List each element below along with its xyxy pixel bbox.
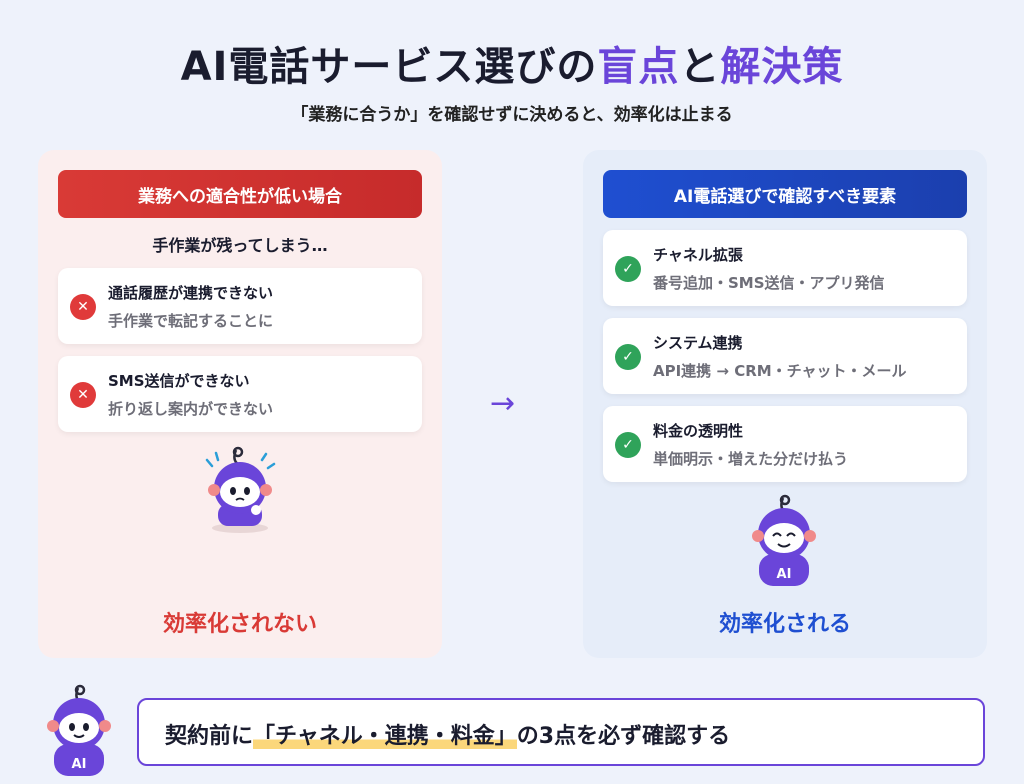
check-elements-result: 効率化される — [718, 612, 851, 637]
key-message-post: の3点を必ず確認する — [516, 724, 731, 749]
problem-desc: 折り返し案内ができない — [108, 400, 274, 418]
element-title: チャネル拡張 — [653, 246, 743, 264]
element-card: ✓ システム連携 API連携 → CRM・チャット・メール — [603, 318, 967, 394]
mascot-robot-icon: AI — [47, 684, 111, 776]
page-title: AI電話サービス選びの盲点と解決策 — [0, 34, 1024, 92]
element-desc: 単価明示・増えた分だけ払う — [653, 450, 849, 468]
low-fit-panel: 業務への適合性が低い場合 手作業が残ってしまう… ✕ 通話履歴が連携できない 手… — [38, 150, 442, 658]
page-subtitle: 「業務に合うか」を確認せずに決めると、効率化は止まる — [291, 105, 733, 125]
check-icon: ✓ — [615, 432, 641, 458]
problem-card: ✕ 通話履歴が連携できない 手作業で転記することに — [58, 268, 422, 344]
happy-robot-icon: AI — [752, 494, 816, 586]
title-part3: と — [679, 44, 721, 90]
check-icon: ✓ — [615, 344, 641, 370]
low-fit-result: 効率化されない — [162, 612, 317, 637]
low-fit-header: 業務への適合性が低い場合 — [58, 170, 422, 218]
problem-title: 通話履歴が連携できない — [108, 284, 274, 302]
check-elements-panel: AI電話選びで確認すべき要素 ✓ チャネル拡張 番号追加・SMS送信・アプリ発信… — [583, 150, 987, 658]
title-highlight-1: 盲点 — [597, 44, 680, 90]
element-desc: 番号追加・SMS送信・アプリ発信 — [653, 274, 885, 292]
element-card: ✓ 料金の透明性 単価明示・増えた分だけ払う — [603, 406, 967, 482]
cross-icon: ✕ — [70, 294, 96, 320]
problem-desc: 手作業で転記することに — [108, 312, 274, 330]
worried-robot-icon — [205, 446, 276, 533]
problem-title: SMS送信ができない — [108, 372, 250, 390]
element-title: システム連携 — [653, 334, 743, 352]
element-card: ✓ チャネル拡張 番号追加・SMS送信・アプリ発信 — [603, 230, 967, 306]
low-fit-note: 手作業が残ってしまう… — [152, 236, 328, 255]
check-elements-header: AI電話選びで確認すべき要素 — [603, 170, 967, 218]
check-icon: ✓ — [615, 256, 641, 282]
key-message-highlight: 「チャネル・連携・料金」 — [253, 724, 517, 749]
robot-badge: AI — [777, 567, 792, 582]
key-message-pre: 契約前に — [165, 724, 254, 749]
title-part1: AI電話サービス選びの — [180, 44, 598, 90]
cross-icon: ✕ — [70, 382, 96, 408]
key-message: 契約前に「チャネル・連携・料金」の3点を必ず確認する — [165, 718, 730, 750]
right-arrow-icon: → — [490, 386, 516, 421]
element-title: 料金の透明性 — [653, 422, 744, 440]
problem-card: ✕ SMS送信ができない 折り返し案内ができない — [58, 356, 422, 432]
mascot-badge: AI — [72, 757, 87, 772]
key-message-box: 契約前に「チャネル・連携・料金」の3点を必ず確認する — [137, 698, 985, 766]
element-desc: API連携 → CRM・チャット・メール — [653, 362, 907, 380]
title-highlight-2: 解決策 — [720, 44, 844, 90]
